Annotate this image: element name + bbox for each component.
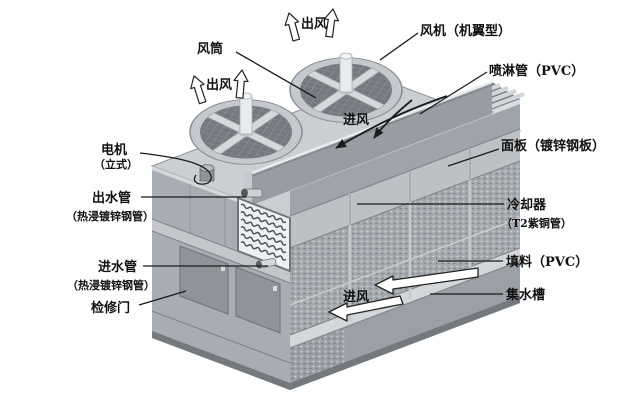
label-panel: 面板（镀锌钢板） bbox=[501, 138, 605, 154]
label-access-door: 检修门 bbox=[91, 300, 130, 316]
label-spray-pipe: 喷淋管（PVC） bbox=[489, 63, 584, 79]
up-arrow-icon bbox=[281, 10, 304, 43]
basin-near-wall bbox=[252, 82, 492, 205]
fan-left bbox=[189, 92, 303, 165]
panel-band bbox=[290, 129, 520, 248]
label-water-basin: 集水槽 bbox=[505, 287, 545, 303]
fan-shaft bbox=[239, 92, 253, 135]
label-motor: 电机 bbox=[101, 142, 127, 158]
leader-fan bbox=[379, 32, 419, 61]
label-outlet-pipe: 出水管 bbox=[92, 190, 131, 206]
label-inlet-pipe-sub: （热浸镀锌钢管） bbox=[67, 278, 155, 292]
leader-fan-duct bbox=[235, 51, 317, 99]
access-door-right bbox=[235, 266, 281, 334]
leader-spray-pipe bbox=[419, 71, 488, 115]
access-doors bbox=[179, 245, 281, 334]
left-ledge bbox=[152, 219, 290, 283]
left-arrow-icon bbox=[328, 295, 404, 322]
access-door-left bbox=[179, 245, 229, 315]
label-cooler: 冷却器 bbox=[507, 197, 547, 213]
air-in-top-arrows bbox=[335, 95, 448, 149]
label-air-in-bottom: 进风 bbox=[343, 290, 369, 305]
label-fan: 风机（机翼型） bbox=[420, 23, 511, 39]
fan-right bbox=[289, 52, 403, 123]
sump-wall bbox=[290, 261, 520, 390]
motor bbox=[199, 164, 215, 182]
annotation-leaders bbox=[138, 32, 504, 306]
curved-arrow-icon bbox=[335, 95, 448, 149]
label-cooler-sub: （T2紫铜管） bbox=[501, 216, 572, 230]
fan-shaft bbox=[339, 52, 353, 93]
leader-access-door bbox=[138, 290, 187, 306]
label-air-out-top: 出风 bbox=[301, 16, 327, 32]
air-in-bottom-arrows bbox=[328, 267, 479, 322]
label-motor-sub: （立式） bbox=[94, 157, 138, 171]
curved-arrow-icon bbox=[373, 99, 413, 139]
leader-panel bbox=[447, 148, 500, 167]
label-fill: 填料（PVC） bbox=[506, 254, 588, 270]
label-fan-duct: 风筒 bbox=[197, 41, 223, 57]
label-air-out-left: 出风 bbox=[206, 77, 232, 93]
label-air-in-top: 进风 bbox=[343, 113, 369, 128]
left-arrow-icon bbox=[374, 267, 479, 295]
outlet-pipe bbox=[241, 188, 263, 198]
label-outlet-pipe-sub: （热浸镀锌钢管） bbox=[66, 209, 154, 223]
tower-body bbox=[150, 52, 525, 390]
annotation-labels: 出风 风筒 出风 风机（机翼型） 喷淋管（PVC） 进风 电机 （立式） 面板（… bbox=[66, 16, 605, 316]
label-inlet-pipe: 进水管 bbox=[98, 259, 137, 275]
cooler-coil-window bbox=[237, 196, 291, 273]
leader-motor bbox=[139, 152, 212, 185]
basin-side-wall bbox=[290, 99, 520, 216]
